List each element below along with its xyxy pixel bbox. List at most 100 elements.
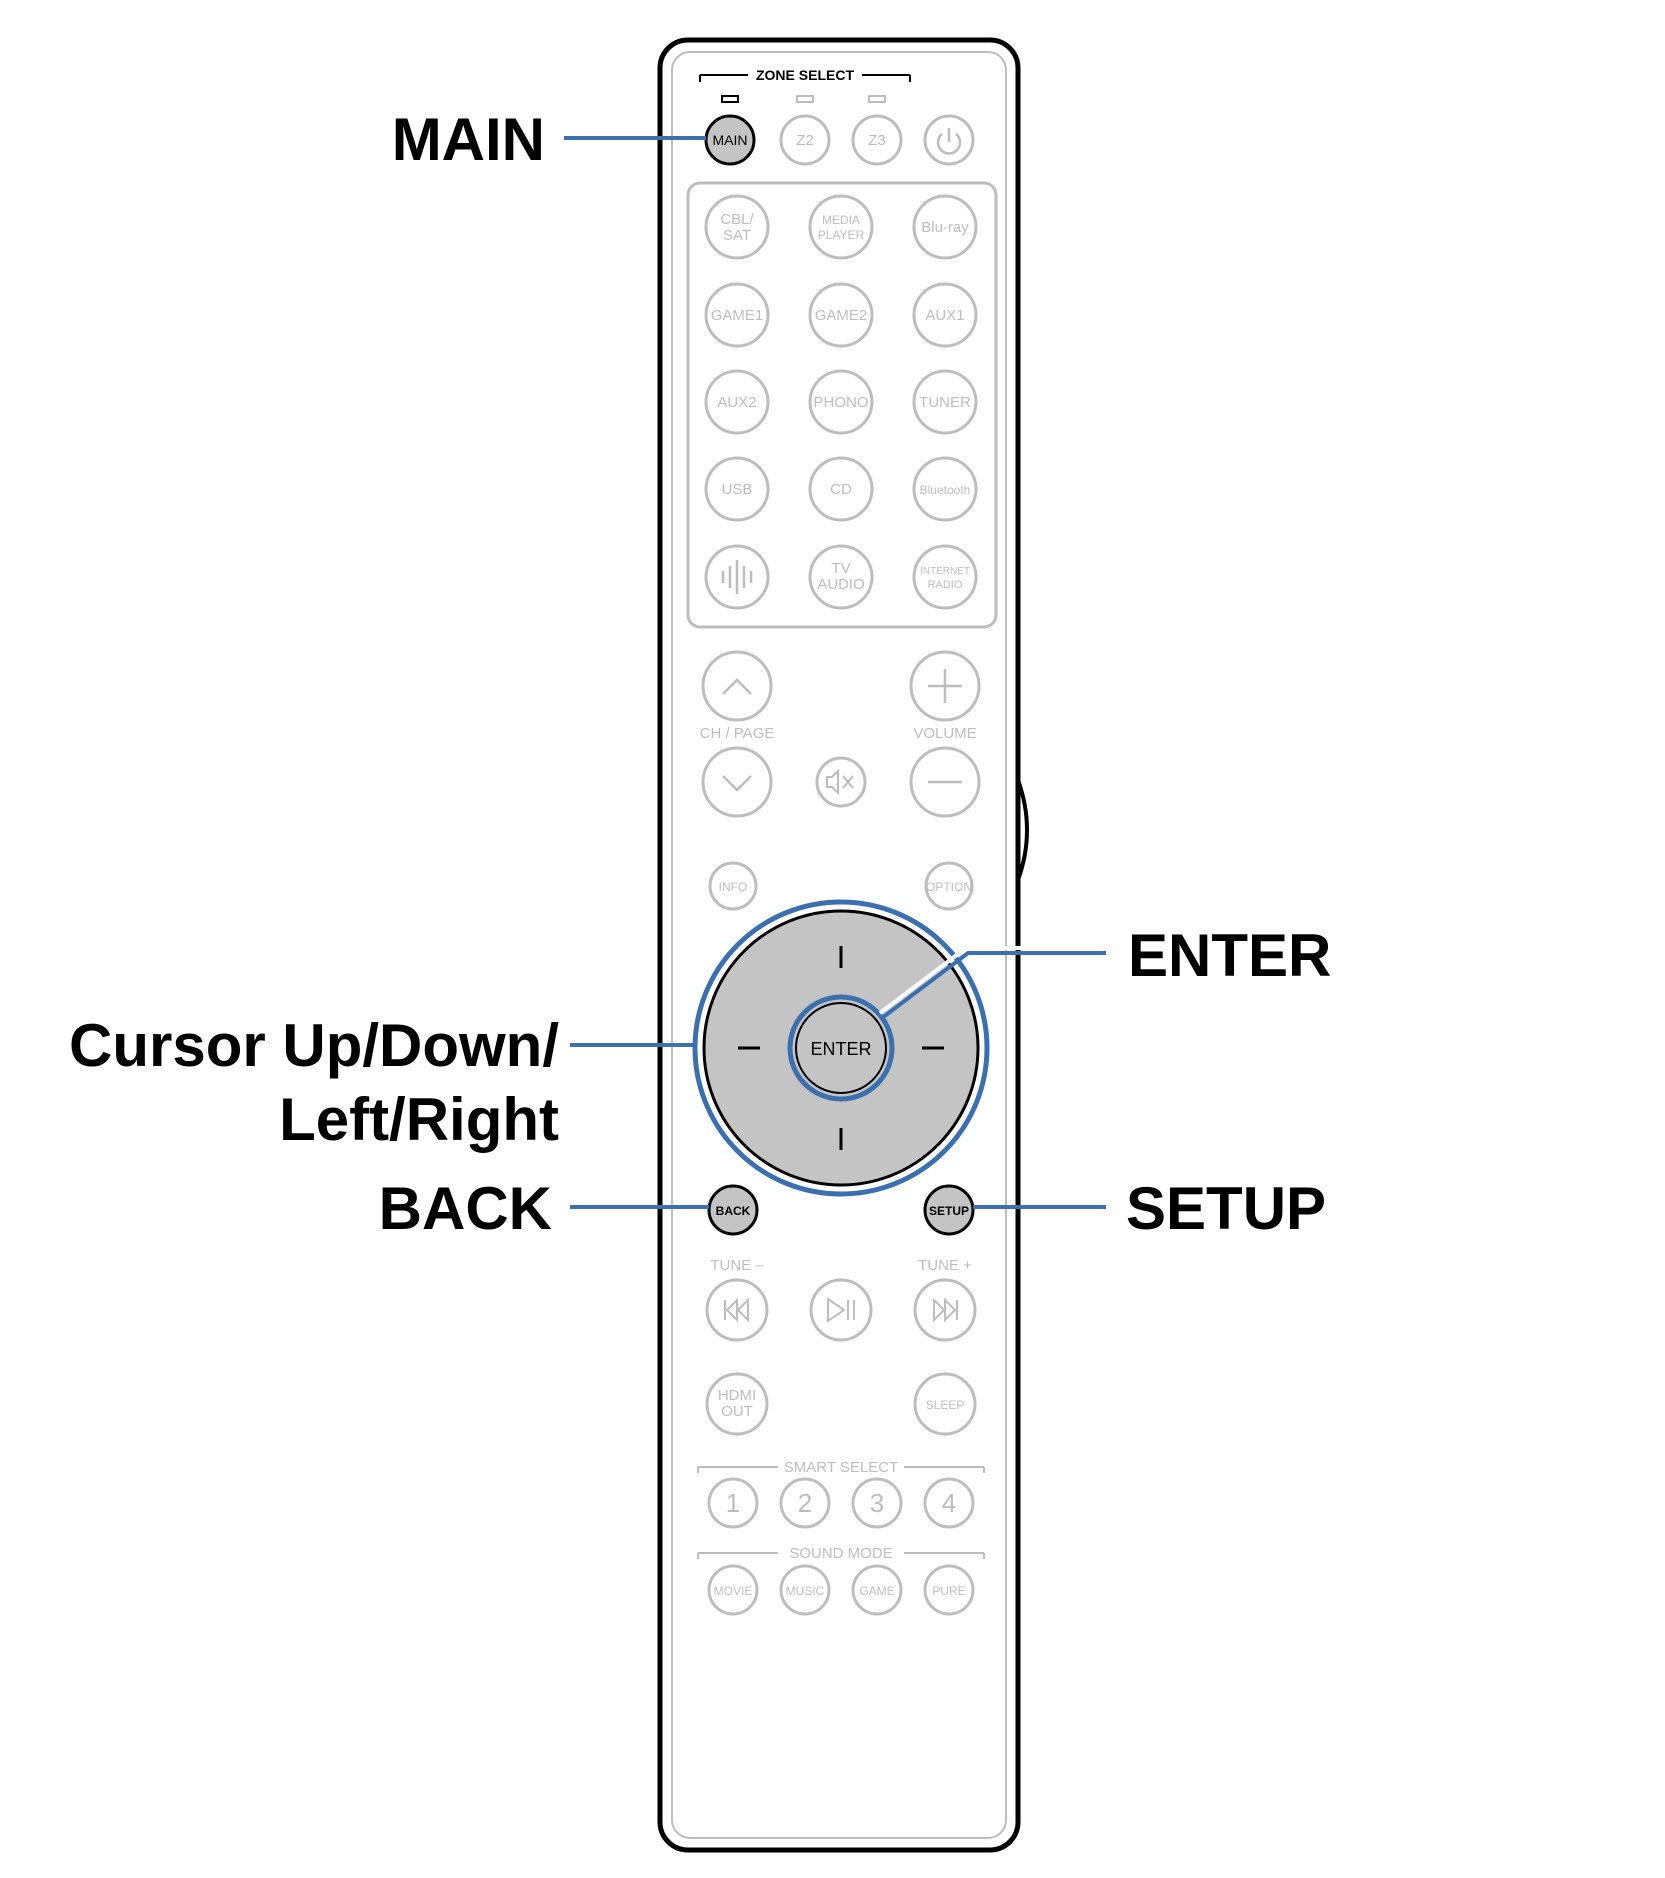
- svg-text:MUSIC: MUSIC: [786, 1584, 825, 1598]
- svg-text:PLAYER: PLAYER: [818, 228, 865, 242]
- info-button[interactable]: INFO: [708, 861, 758, 911]
- svg-text:CD: CD: [830, 481, 852, 498]
- movie-button[interactable]: MOVIE: [707, 1564, 759, 1616]
- svg-text:AUX2: AUX2: [717, 394, 756, 411]
- svg-text:OPTION: OPTION: [926, 880, 972, 894]
- tv-audio-button[interactable]: TV AUDIO: [808, 544, 874, 610]
- volume-down-button[interactable]: [909, 746, 981, 818]
- svg-text:ENTER: ENTER: [810, 1039, 871, 1059]
- setup-button[interactable]: SETUP: [923, 1184, 975, 1236]
- svg-text:GAME1: GAME1: [711, 307, 764, 324]
- back-button[interactable]: BACK: [707, 1184, 759, 1236]
- z2-indicator: [796, 95, 814, 103]
- sleep-button[interactable]: SLEEP: [913, 1372, 977, 1436]
- z2-button[interactable]: Z2: [779, 114, 831, 166]
- previous-track-icon: [724, 1297, 749, 1323]
- svg-text:3: 3: [870, 1488, 884, 1518]
- smart-select-1-button[interactable]: 1: [707, 1477, 759, 1529]
- ch-volume-group: CH / PAGE VOLUME: [700, 650, 981, 818]
- svg-text:RADIO: RADIO: [928, 579, 963, 591]
- previous-button[interactable]: [705, 1278, 769, 1342]
- hdmi-out-button[interactable]: HDMI OUT: [705, 1372, 769, 1436]
- ch-up-button[interactable]: [701, 650, 773, 722]
- svg-text:TUNER: TUNER: [919, 394, 971, 411]
- smart-select-3-button[interactable]: 3: [851, 1477, 903, 1529]
- next-track-icon: [933, 1297, 958, 1323]
- tuner-button[interactable]: TUNER: [912, 369, 978, 435]
- svg-text:SLEEP: SLEEP: [926, 1398, 965, 1412]
- enter-button[interactable]: ENTER: [787, 994, 895, 1102]
- z3-indicator: [868, 95, 886, 103]
- next-button[interactable]: [913, 1278, 977, 1342]
- svg-text:MEDIA: MEDIA: [822, 213, 860, 227]
- cursor-label-line2: Left/Right: [279, 1086, 559, 1153]
- plus-icon: [928, 669, 962, 703]
- main-label: MAIN: [392, 106, 545, 173]
- zone-select-group: ZONE SELECT MAIN Z2 Z3: [699, 67, 975, 166]
- tune-minus-label: TUNE –: [710, 1257, 764, 1274]
- svg-text:Blu-ray: Blu-ray: [921, 219, 969, 236]
- svg-text:Z2: Z2: [796, 132, 814, 149]
- ch-down-button[interactable]: [701, 746, 773, 818]
- svg-text:CBL/: CBL/: [720, 211, 754, 228]
- tune-plus-label: TUNE +: [918, 1257, 972, 1274]
- smart-select-4-button[interactable]: 4: [923, 1477, 975, 1529]
- cd-button[interactable]: CD: [808, 456, 874, 522]
- z3-button[interactable]: Z3: [851, 114, 903, 166]
- main-zone-button[interactable]: MAIN: [704, 114, 756, 166]
- smart-select-title: SMART SELECT: [784, 1459, 898, 1476]
- mute-button[interactable]: [815, 756, 867, 808]
- svg-text:Z3: Z3: [868, 132, 886, 149]
- source-button-panel: CBL/ SAT MEDIA PLAYER Blu-ray GAME1 GAME…: [686, 181, 998, 629]
- bluray-button[interactable]: Blu-ray: [912, 194, 978, 260]
- callout-lines: [564, 136, 1106, 1209]
- svg-text:PURE: PURE: [932, 1584, 965, 1598]
- game-button[interactable]: GAME: [851, 1564, 903, 1616]
- svg-text:OUT: OUT: [721, 1403, 753, 1420]
- heos-icon: [721, 560, 753, 594]
- power-button[interactable]: [923, 114, 975, 166]
- svg-text:TV: TV: [831, 560, 850, 577]
- volume-up-button[interactable]: [909, 650, 981, 722]
- option-button[interactable]: OPTION: [924, 861, 974, 911]
- smart-select-2-button[interactable]: 2: [779, 1477, 831, 1529]
- game1-button[interactable]: GAME1: [704, 282, 770, 348]
- usb-button[interactable]: USB: [704, 456, 770, 522]
- cbl-sat-button[interactable]: CBL/ SAT: [704, 194, 770, 260]
- power-icon: [936, 128, 962, 155]
- smart-select-group: SMART SELECT 1 2 3 4: [697, 1459, 985, 1529]
- svg-text:AUX1: AUX1: [925, 307, 964, 324]
- internet-radio-button[interactable]: INTERNET RADIO: [912, 544, 978, 610]
- media-player-button[interactable]: MEDIA PLAYER: [808, 194, 874, 260]
- main-zone-indicator: [721, 95, 739, 103]
- svg-text:GAME2: GAME2: [815, 307, 868, 324]
- svg-text:USB: USB: [722, 481, 753, 498]
- aux1-button[interactable]: AUX1: [912, 282, 978, 348]
- svg-text:4: 4: [942, 1488, 956, 1518]
- pure-button[interactable]: PURE: [923, 1564, 975, 1616]
- svg-text:1: 1: [726, 1488, 740, 1518]
- svg-text:SAT: SAT: [723, 227, 751, 244]
- setup-label: SETUP: [1126, 1175, 1326, 1242]
- svg-text:Bluetooth: Bluetooth: [920, 483, 971, 497]
- sound-mode-title: SOUND MODE: [789, 1545, 892, 1562]
- sound-mode-group: SOUND MODE MOVIE MUSIC GAME PURE: [697, 1545, 985, 1616]
- chevron-down-icon: [722, 775, 752, 792]
- svg-text:AUDIO: AUDIO: [817, 576, 865, 593]
- aux2-button[interactable]: AUX2: [704, 369, 770, 435]
- svg-text:HDMI: HDMI: [718, 1387, 756, 1404]
- heos-button[interactable]: [704, 544, 770, 610]
- back-label: BACK: [379, 1175, 552, 1242]
- svg-text:PHONO: PHONO: [813, 394, 868, 411]
- svg-text:MOVIE: MOVIE: [714, 1584, 753, 1598]
- chevron-up-icon: [722, 678, 752, 695]
- svg-text:2: 2: [798, 1488, 812, 1518]
- bluetooth-button[interactable]: Bluetooth: [912, 456, 978, 522]
- svg-text:BACK: BACK: [716, 1204, 751, 1218]
- game2-button[interactable]: GAME2: [808, 282, 874, 348]
- svg-text:INTERNET: INTERNET: [920, 566, 970, 577]
- play-pause-button[interactable]: [809, 1278, 873, 1342]
- music-button[interactable]: MUSIC: [779, 1564, 831, 1616]
- phono-button[interactable]: PHONO: [808, 369, 874, 435]
- svg-text:INFO: INFO: [719, 880, 748, 894]
